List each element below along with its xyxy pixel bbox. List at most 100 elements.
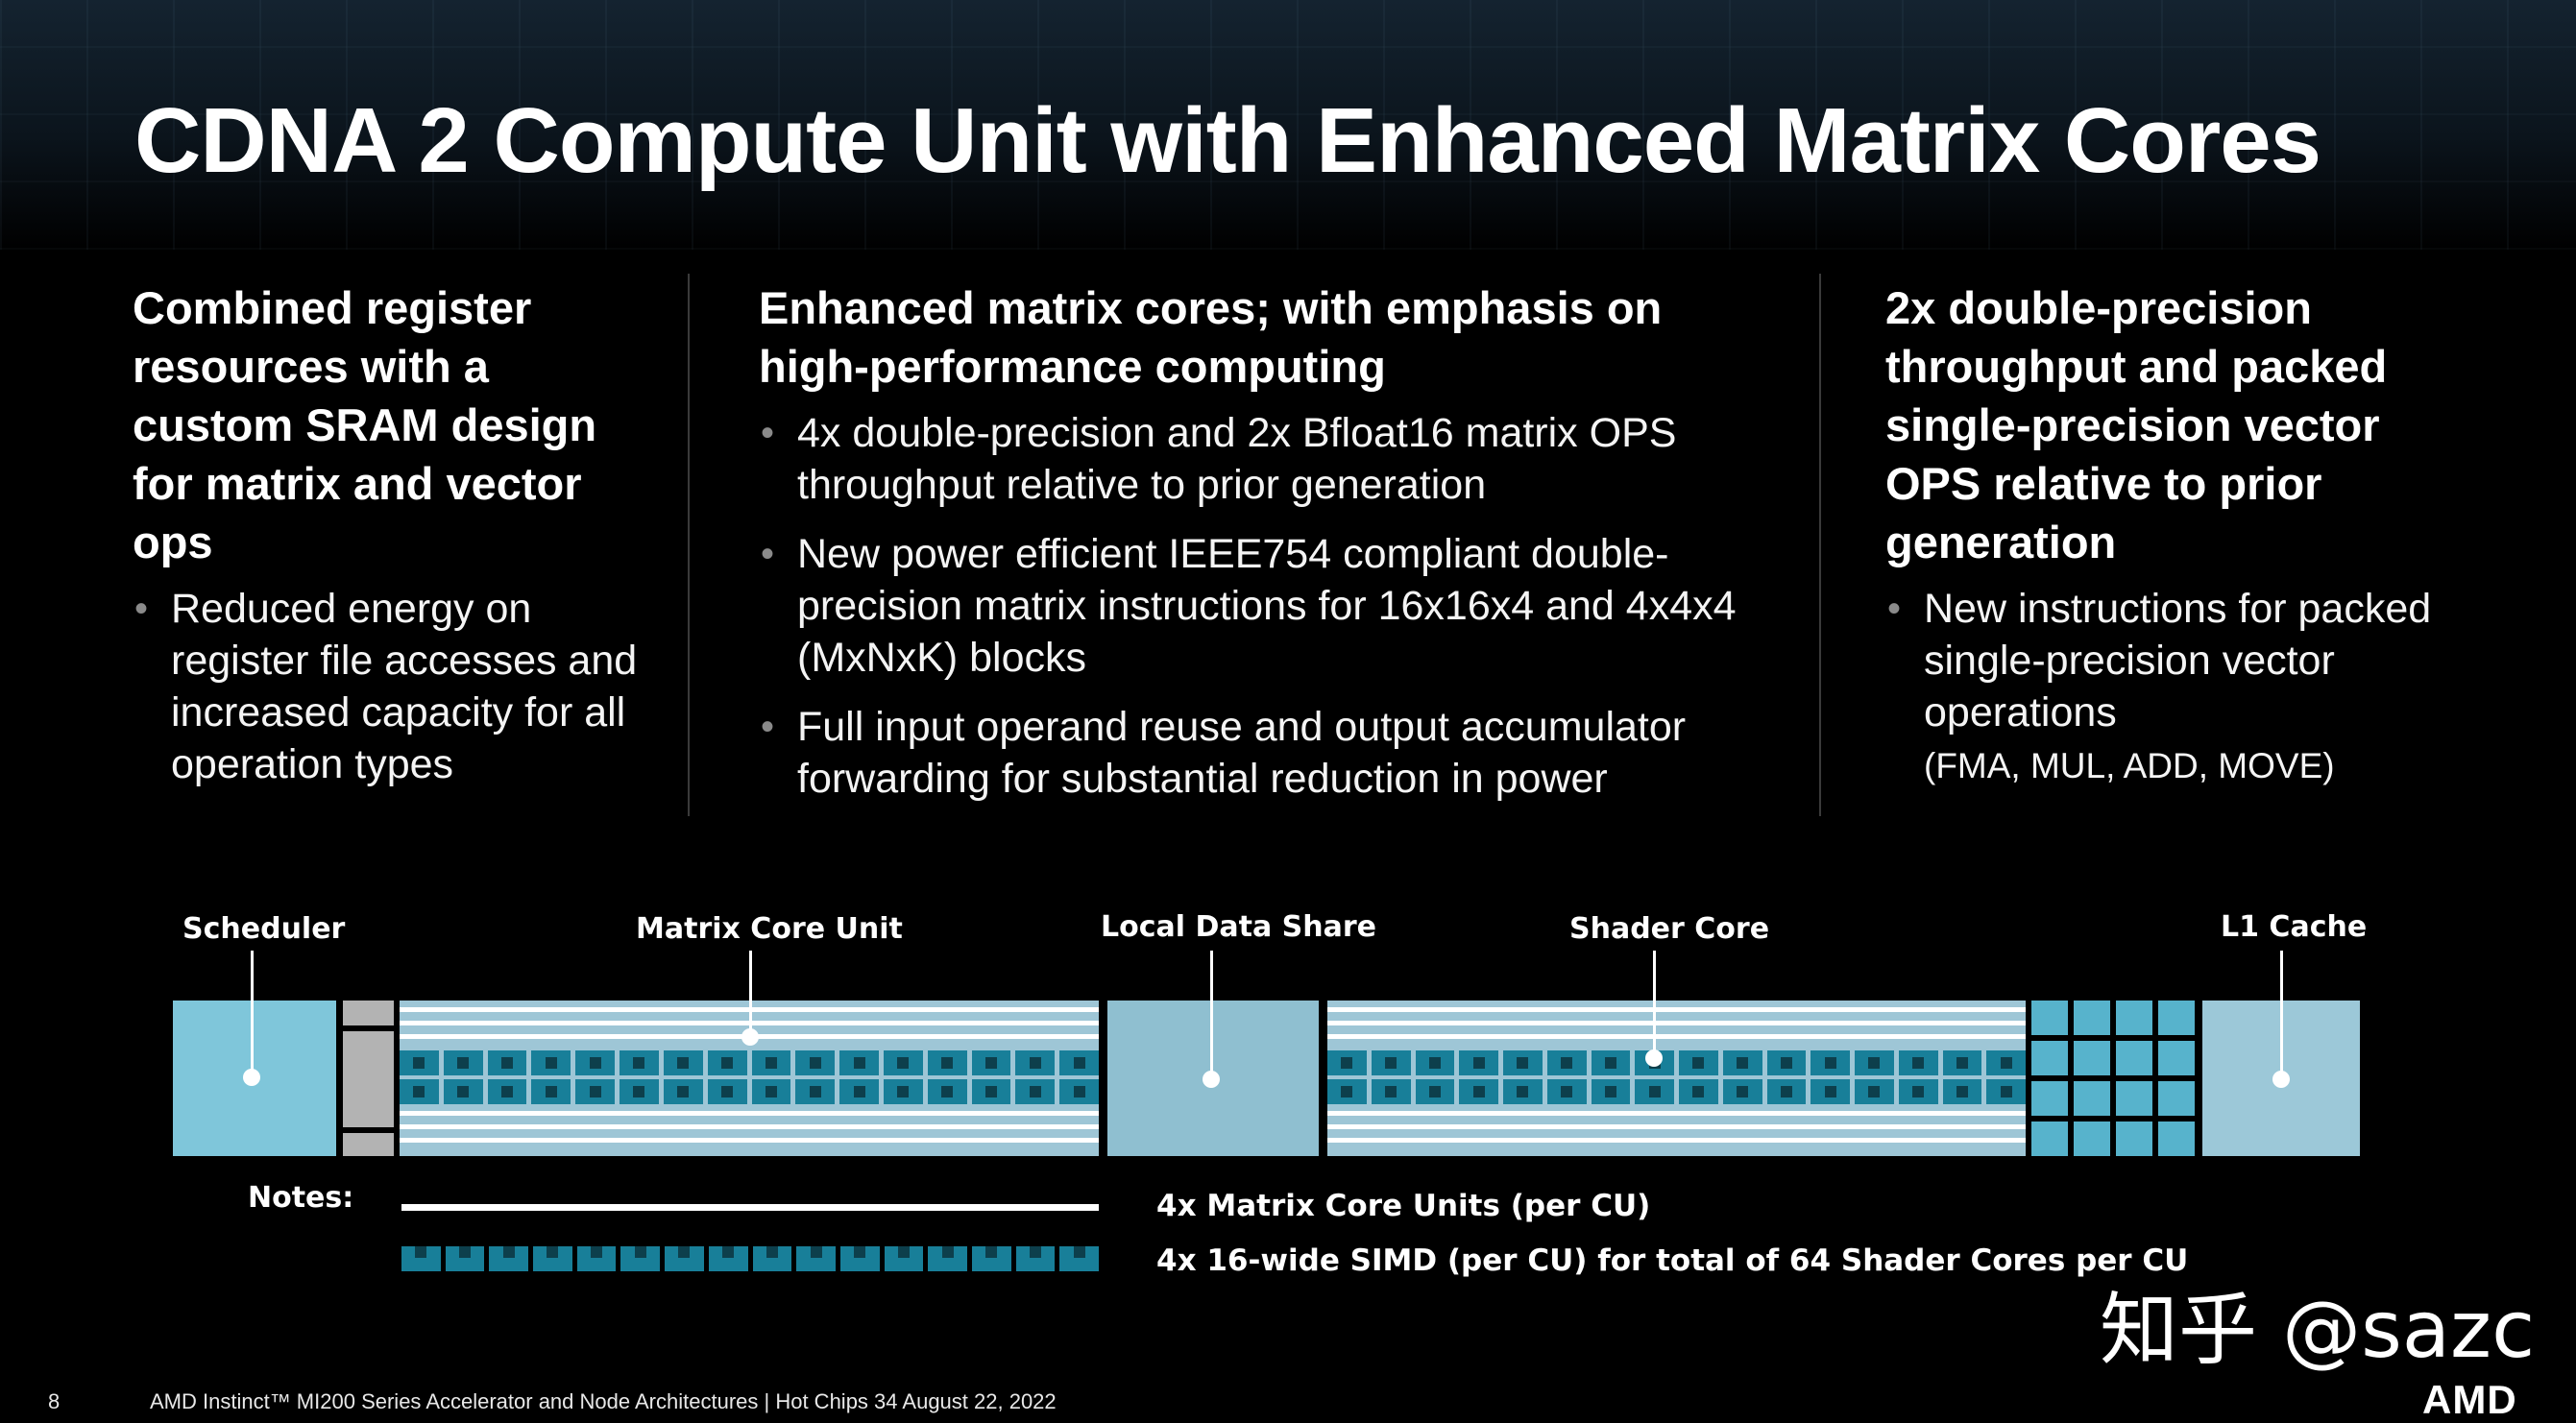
column-divider bbox=[1819, 274, 1821, 816]
column-divider bbox=[688, 274, 690, 816]
matrix-line bbox=[400, 1111, 1099, 1116]
column-heading: Combined register resources with a custo… bbox=[133, 282, 597, 567]
bullet-dot-icon: • bbox=[761, 412, 775, 454]
column-heading: Enhanced matrix cores; with emphasis on … bbox=[759, 282, 1663, 392]
simd-cell bbox=[927, 1079, 967, 1104]
simd-cell bbox=[533, 1246, 572, 1271]
simd-cell bbox=[1810, 1079, 1850, 1104]
matrix-line bbox=[1327, 1007, 2026, 1012]
simd-cell bbox=[839, 1079, 879, 1104]
simd-cell bbox=[1015, 1079, 1056, 1104]
simd-cell bbox=[1679, 1050, 1718, 1075]
simd-cell bbox=[1015, 1246, 1056, 1271]
simd-cell bbox=[971, 1246, 1011, 1271]
shader-core-leader-line bbox=[1653, 951, 1656, 1058]
simd-cell bbox=[1810, 1050, 1850, 1075]
simd-cell bbox=[1415, 1050, 1455, 1075]
simd-cell bbox=[1371, 1050, 1411, 1075]
bullet-list: • Reduced energy on register file accesse… bbox=[133, 583, 642, 790]
bullet-text: New instructions for packed single-preci… bbox=[1924, 586, 2432, 736]
list-item: •Full input operand reuse and output acc… bbox=[759, 701, 1777, 805]
register-gray-block bbox=[343, 1001, 394, 1156]
cache-grid-block bbox=[2031, 1001, 2195, 1156]
simd-cell bbox=[884, 1246, 924, 1271]
label-matrix-core-unit: Matrix Core Unit bbox=[636, 912, 903, 946]
simd-cell bbox=[839, 1050, 879, 1075]
note-simd: 4x 16-wide SIMD (per CU) for total of 64… bbox=[1156, 1243, 2189, 1278]
bullet-text: Reduced energy on register file accesses… bbox=[171, 586, 638, 787]
simd-cell bbox=[531, 1050, 571, 1075]
simd-cell bbox=[1855, 1079, 1894, 1104]
simd-cell bbox=[707, 1079, 747, 1104]
matrix-core-pin bbox=[741, 1028, 759, 1046]
bullet-dot-icon: • bbox=[761, 533, 775, 575]
simd-cell bbox=[531, 1079, 571, 1104]
simd-cell bbox=[576, 1246, 617, 1271]
simd-cell bbox=[663, 1079, 703, 1104]
simd-cell bbox=[489, 1246, 529, 1271]
simd-cell bbox=[1722, 1050, 1762, 1075]
simd-cell bbox=[1059, 1246, 1099, 1271]
simd-cell bbox=[1327, 1079, 1367, 1104]
note-matrix-core-units: 4x Matrix Core Units (per CU) bbox=[1156, 1189, 1651, 1223]
bullet-list: •New instructions for packed single-prec… bbox=[1885, 583, 2462, 792]
simd-cell bbox=[971, 1079, 1011, 1104]
scheduler-leader-line bbox=[251, 951, 254, 1077]
simd-cell bbox=[1942, 1079, 1982, 1104]
simd-cell bbox=[1722, 1079, 1762, 1104]
bullet-text: New power efficient IEEE754 compliant do… bbox=[797, 531, 1737, 681]
simd-cell bbox=[752, 1246, 792, 1271]
simd-cell bbox=[1459, 1050, 1498, 1075]
simd-cell bbox=[1327, 1050, 1367, 1075]
amd-logo: AMD bbox=[2422, 1377, 2517, 1422]
simd-cell bbox=[1766, 1079, 1807, 1104]
simd-cell bbox=[401, 1246, 441, 1271]
list-item: •New instructions for packed single-prec… bbox=[1885, 583, 2462, 792]
l1-cache-pin bbox=[2272, 1071, 2290, 1088]
column-heading: 2x double-precision throughput and packe… bbox=[1885, 282, 2388, 567]
simd-cell bbox=[708, 1246, 748, 1271]
column-register-resources: Combined register resources with a custo… bbox=[133, 278, 642, 808]
header-background bbox=[0, 0, 2576, 250]
simd-cell bbox=[751, 1050, 791, 1075]
list-item: •4x double-precision and 2x Bfloat16 mat… bbox=[759, 407, 1777, 511]
footer-text: AMD Instinct™ MI200 Series Accelerator a… bbox=[150, 1389, 1057, 1413]
simd-cell bbox=[1503, 1050, 1543, 1075]
label-local-data-share: Local Data Share bbox=[1101, 910, 1377, 944]
simd-cell bbox=[1546, 1050, 1587, 1075]
simd-cell bbox=[1766, 1050, 1807, 1075]
simd-cell bbox=[1986, 1079, 2026, 1104]
matrix-line bbox=[1327, 1138, 2026, 1143]
label-scheduler: Scheduler bbox=[182, 912, 346, 946]
watermark: 知乎 @sazc bbox=[2100, 1285, 2536, 1376]
lds-leader-line bbox=[1210, 951, 1213, 1077]
list-item: • Reduced energy on register file accesse… bbox=[133, 583, 642, 790]
column-double-precision: 2x double-precision throughput and packe… bbox=[1885, 278, 2462, 809]
notes-matrix-core-line bbox=[401, 1204, 1099, 1211]
matrix-line bbox=[1327, 1124, 2026, 1129]
shader-core-region bbox=[1327, 1001, 2026, 1156]
simd-cell bbox=[575, 1079, 616, 1104]
simd-cell bbox=[795, 1050, 836, 1075]
bullet-list: •4x double-precision and 2x Bfloat16 mat… bbox=[759, 407, 1777, 805]
simd-cell bbox=[400, 1079, 439, 1104]
simd-cell bbox=[1546, 1079, 1587, 1104]
simd-cell bbox=[620, 1246, 661, 1271]
list-item: • New power efficient IEEE754 compliant d… bbox=[759, 528, 1777, 684]
simd-cell bbox=[1459, 1079, 1498, 1104]
simd-cell bbox=[796, 1246, 836, 1271]
slide-title: CDNA 2 Compute Unit with Enhanced Matrix… bbox=[134, 89, 2321, 192]
simd-cell bbox=[487, 1079, 527, 1104]
simd-cell bbox=[1986, 1050, 2026, 1075]
scheduler-pin bbox=[243, 1069, 260, 1086]
simd-cell bbox=[1855, 1050, 1894, 1075]
simd-cell bbox=[928, 1246, 967, 1271]
bullet-dot-icon: • bbox=[134, 588, 149, 630]
simd-cell bbox=[839, 1246, 880, 1271]
label-shader-core: Shader Core bbox=[1569, 912, 1770, 946]
simd-cell bbox=[927, 1050, 967, 1075]
matrix-core-leader-line bbox=[749, 951, 752, 1035]
simd-cell bbox=[445, 1246, 485, 1271]
lds-pin bbox=[1203, 1071, 1220, 1088]
simd-cell bbox=[1015, 1050, 1056, 1075]
